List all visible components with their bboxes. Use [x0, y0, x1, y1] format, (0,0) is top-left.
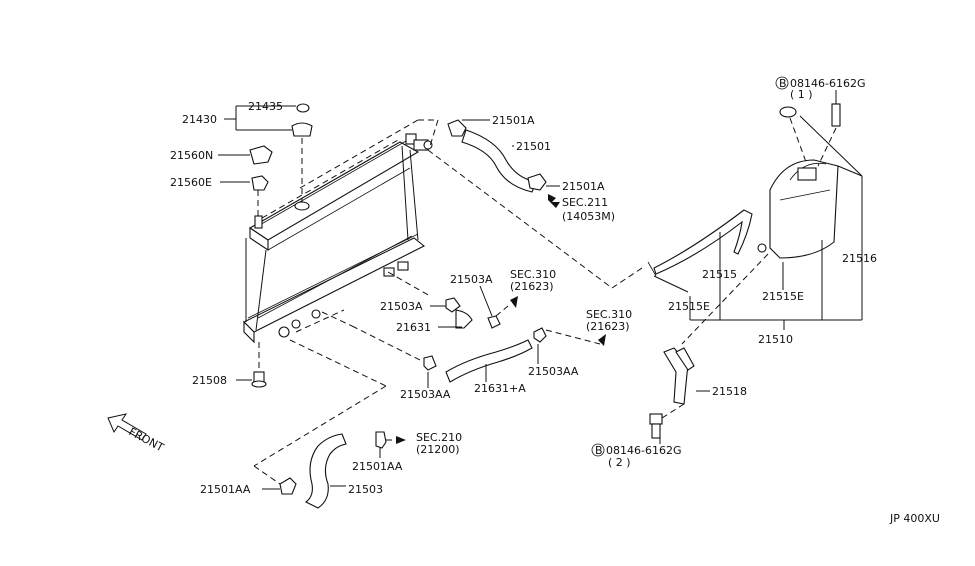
label-sec211: SEC.211	[562, 196, 608, 209]
label-21508: 21508	[192, 374, 227, 387]
bracket-21518	[661, 347, 695, 419]
reservoir-tank	[757, 90, 841, 259]
label-21515: 21515	[702, 268, 737, 281]
label-sec310-a-ref: (21623)	[510, 280, 554, 293]
radiator-cap	[291, 103, 313, 202]
label-21435: 21435	[248, 100, 283, 113]
label-bolt-top: 08146-6162G	[790, 77, 865, 90]
upper-hose-21501	[447, 119, 547, 193]
bolt-symbol-top: B	[779, 77, 787, 90]
fitting-21560E	[251, 175, 269, 216]
overflow-hose-21515	[647, 209, 753, 277]
label-21501AA-right: 21501AA	[352, 460, 403, 473]
label-21503A-upper: 21503A	[450, 273, 493, 286]
label-21560E: 21560E	[170, 176, 212, 189]
label-21503AA-left: 21503AA	[400, 388, 451, 401]
hose-21631A	[423, 327, 547, 383]
label-21501AA-left: 21501AA	[200, 483, 251, 496]
radiator	[243, 133, 433, 388]
label-bolt-bottom: 08146-6162G	[606, 444, 681, 457]
label-21503AA-right: 21503AA	[528, 365, 579, 378]
label-21516: 21516	[842, 252, 877, 265]
label-sec210-ref: (21200)	[416, 443, 460, 456]
label-21430: 21430	[182, 113, 217, 126]
label-21501: 21501	[516, 140, 551, 153]
label-21510: 21510	[758, 333, 793, 346]
hose-21631	[445, 297, 501, 329]
label-21518: 21518	[712, 385, 747, 398]
label-21501A-bottom: 21501A	[562, 180, 605, 193]
label-sec210: SEC.210	[416, 431, 462, 444]
bolt-21518	[649, 413, 663, 439]
bolt-symbol-bottom: B	[595, 444, 603, 457]
label-bolt-bottom-qty: ( 2 )	[608, 456, 631, 469]
label-21631A: 21631+A	[474, 382, 526, 395]
label-sec310-b-ref: (21623)	[586, 320, 630, 333]
label-bolt-top-qty: ( 1 )	[790, 88, 813, 101]
label-sec211-ref: (14053M)	[562, 210, 615, 223]
label-21515E-right: 21515E	[762, 290, 804, 303]
label-21501A-top: 21501A	[492, 114, 535, 127]
front-arrow	[107, 413, 147, 441]
label-sec310-a: SEC.310	[510, 268, 556, 281]
label-21631: 21631	[396, 321, 431, 334]
label-21560N: 21560N	[170, 149, 213, 162]
fitting-21560N	[249, 145, 273, 165]
label-sec310-b: SEC.310	[586, 308, 632, 321]
label-front: FRONT	[127, 425, 167, 454]
label-21515E-left: 21515E	[668, 300, 710, 313]
label-21503A-lower: 21503A	[380, 300, 423, 313]
diagram-code: JP 400XU	[889, 512, 940, 525]
hose-21503	[279, 431, 387, 509]
label-21503: 21503	[348, 483, 383, 496]
